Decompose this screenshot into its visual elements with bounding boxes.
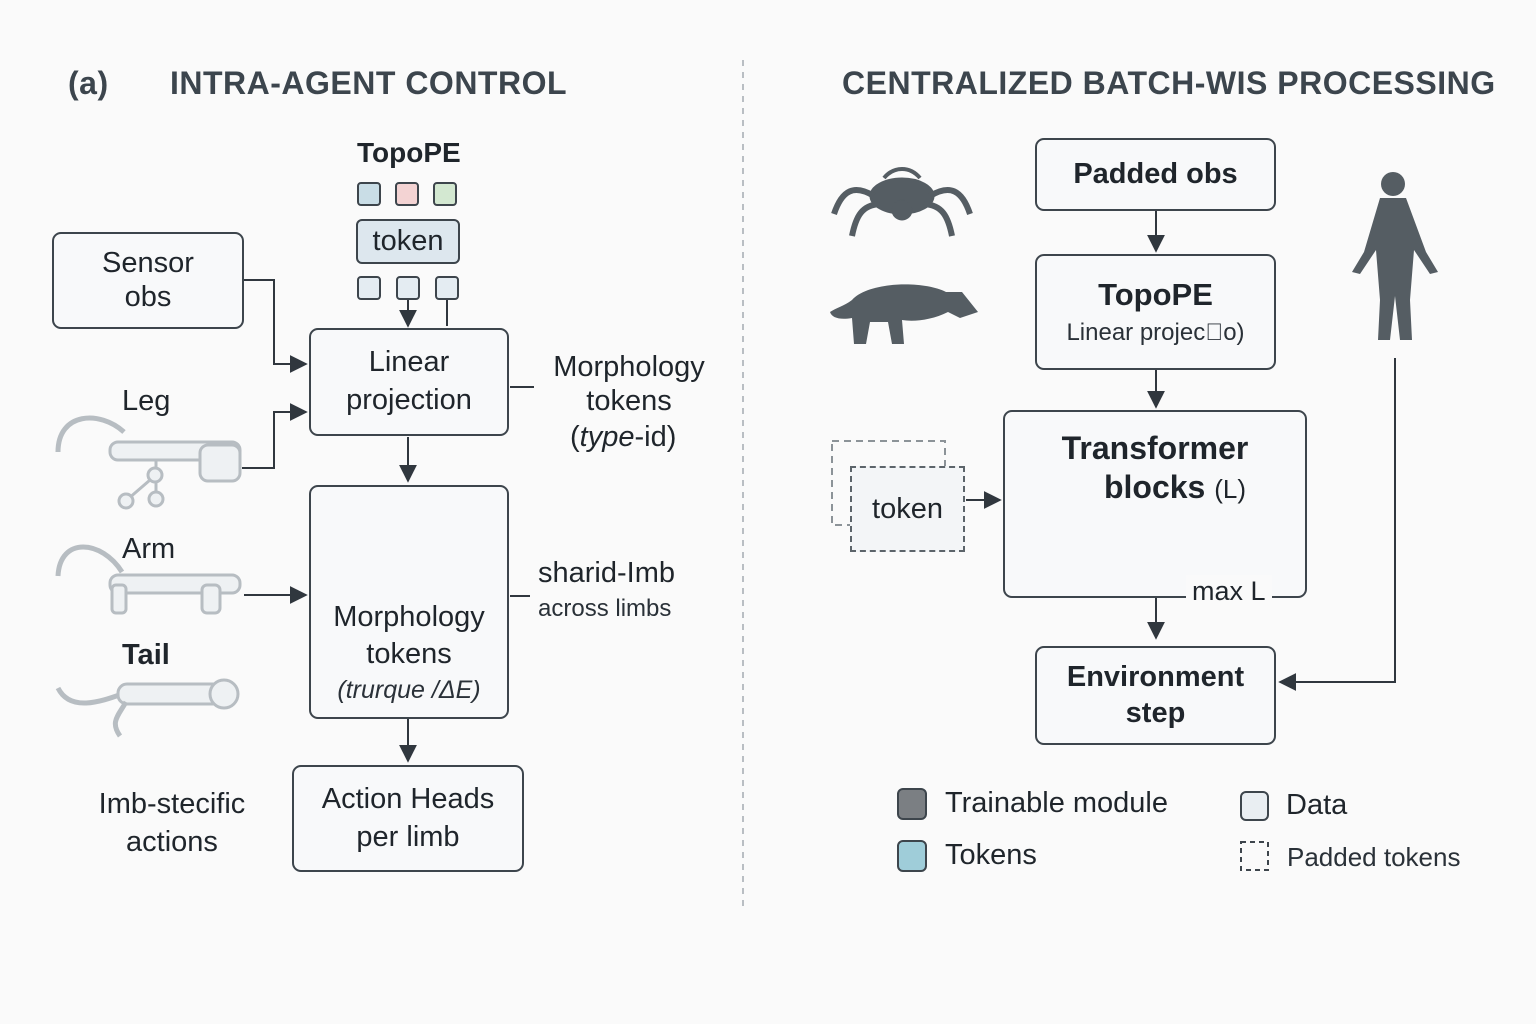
panel-letter: (a) [68, 65, 109, 101]
action-heads-label: Action Heads per limb [321, 782, 495, 853]
morphology-type-id: (type-id) [570, 421, 677, 453]
max-l-label: max L [1186, 575, 1272, 608]
pe-square-pink [395, 182, 419, 206]
morphology-tokens-box: Morphology tokens (trurque /ΔE) [309, 485, 509, 719]
legend-tokens-swatch [897, 840, 927, 872]
topope-sub: Linear projec o) [1066, 319, 1245, 346]
legend-data-label: Data [1286, 789, 1348, 821]
leg-label: Leg [122, 385, 171, 417]
sensor-to-linear-arrow [243, 279, 308, 373]
environment-step-box: Environment step [1035, 646, 1276, 745]
token-box: token [356, 219, 460, 264]
sensor-obs-box: Sensor obs [52, 232, 244, 329]
morphology-tokens-box-label: Morphology tokens [333, 600, 485, 671]
arm-label: Arm [122, 533, 176, 565]
linear-projection-box: Linear projection [309, 328, 509, 436]
arm-limb-icon [55, 544, 242, 615]
sensor-obs-label: Sensor obs [102, 247, 194, 313]
topope-title: TopoPE [1098, 277, 1213, 312]
padded-token-front: token [850, 466, 965, 552]
topope-box: TopoPE Linear projec o) [1035, 254, 1276, 370]
transformer-box: Transformer blocks (L) [1003, 410, 1307, 598]
shared-limb-label: sharid-Imb [538, 557, 675, 589]
pe-square-green [433, 182, 457, 206]
limb-specific-actions-label: Imb-stecific actions [98, 788, 246, 858]
right-panel-heading: CENTRALIZED BATCH-WIS PROCESSING [842, 65, 1496, 101]
pe-token-square-2 [396, 276, 420, 300]
humanoid-to-env-arrow [1278, 358, 1396, 691]
pe-token-square-1 [357, 276, 381, 300]
legend-padded-label: Padded tokens [1287, 842, 1461, 872]
leg-limb-icon [55, 415, 242, 510]
leg-to-linear-arrow [242, 403, 308, 469]
transformer-title: Transformer [1061, 430, 1249, 466]
spider-icon [831, 167, 973, 237]
environment-step-label: Environment step [1066, 661, 1245, 729]
action-heads-box: Action Heads per limb [292, 765, 524, 872]
type-word: type [579, 421, 635, 453]
transformer-blocks-line: blocks (L) [1104, 469, 1246, 506]
token-box-label: token [372, 225, 444, 257]
topope-label: TopoPE [357, 137, 461, 168]
tail-limb-icon [55, 678, 240, 738]
legend-padded-swatch [1240, 841, 1269, 871]
legend-tokens-label: Tokens [945, 839, 1037, 871]
legend-trainable-label: Trainable module [945, 787, 1168, 819]
padded-obs-label: Padded obs [1073, 158, 1238, 190]
linear-projection-label: Linear projection [346, 346, 472, 416]
transformer-blocks-word: blocks [1103, 469, 1206, 505]
id-word: -id) [634, 421, 677, 453]
legend-trainable-swatch [897, 788, 927, 820]
morphology-tokens-box-sub: (trurque /ΔE) [337, 676, 481, 704]
pe-square-blue [357, 182, 381, 206]
legend-data-swatch [1240, 791, 1269, 821]
transformer-l: (L) [1214, 474, 1247, 504]
quadruped-icon [830, 284, 978, 344]
across-limbs-label: across limbs [538, 595, 672, 622]
padded-obs-box: Padded obs [1035, 138, 1276, 211]
morphology-tokens-side-label: Morphology tokens [553, 351, 705, 418]
pe-token-square-3 [435, 276, 459, 300]
left-panel-heading: INTRA-AGENT CONTROL [170, 65, 568, 101]
humanoid-icon [1352, 172, 1438, 340]
tail-label: Tail [122, 639, 170, 671]
padded-token-label: token [872, 492, 943, 525]
